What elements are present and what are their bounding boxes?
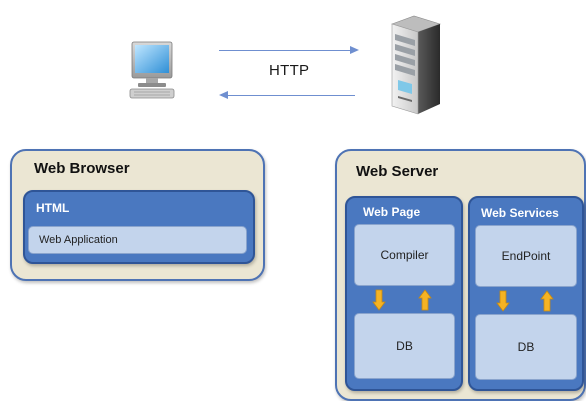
- response-arrow-head: [219, 91, 228, 99]
- web-application-box: Web Application: [28, 226, 247, 254]
- web-page-db-box: DB: [354, 313, 455, 379]
- request-arrow-head: [350, 46, 359, 54]
- web-server-title: Web Server: [356, 163, 439, 180]
- http-label: HTTP: [269, 62, 310, 79]
- up-arrow-icon: [540, 290, 554, 312]
- web-services-title: Web Services: [481, 206, 559, 220]
- web-browser-title: Web Browser: [34, 160, 130, 177]
- desktop-computer-icon: [126, 40, 180, 102]
- request-arrow-line: [219, 50, 350, 51]
- server-tower-icon: [384, 14, 444, 118]
- endpoint-box: EndPoint: [475, 225, 577, 287]
- web-page-title: Web Page: [363, 205, 421, 219]
- down-arrow-icon: [496, 290, 510, 312]
- up-arrow-icon: [418, 289, 432, 311]
- web-services-db-box: DB: [475, 314, 577, 380]
- compiler-box: Compiler: [354, 224, 455, 286]
- response-arrow-line: [228, 95, 355, 96]
- down-arrow-icon: [372, 289, 386, 311]
- html-title: HTML: [36, 201, 70, 215]
